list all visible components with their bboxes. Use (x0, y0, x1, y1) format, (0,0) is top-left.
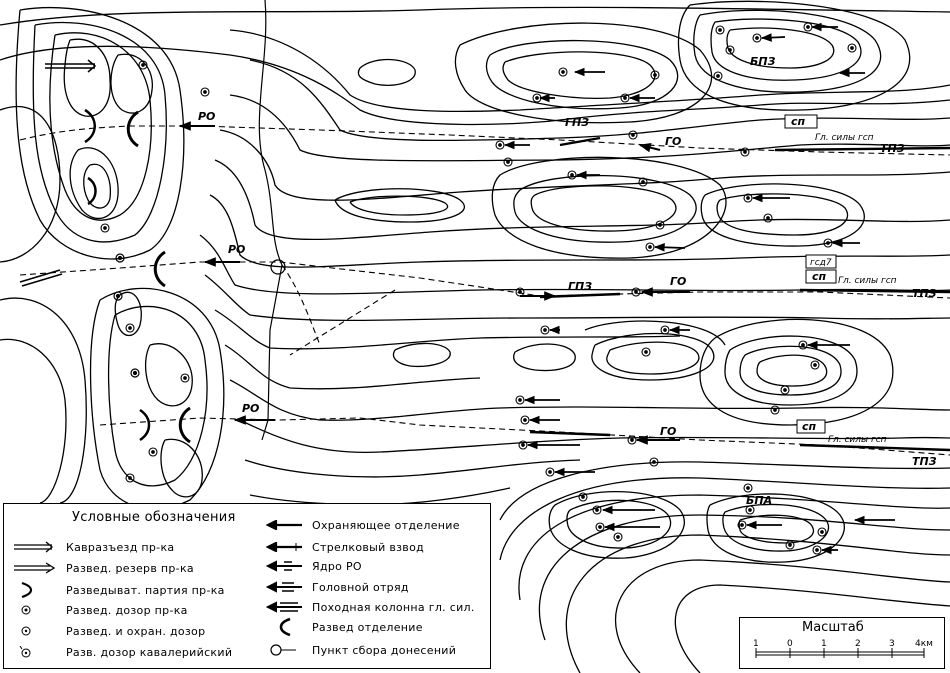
label-go: ГО (665, 135, 681, 148)
label-gsd: гсд7 (810, 258, 832, 268)
legend-label: Разведыват. партия пр-ка (66, 583, 225, 597)
label-gpz: ГПЗ (568, 280, 592, 293)
recon-patrol-icon (21, 605, 31, 615)
march-column-lines (529, 136, 950, 452)
legend-label: Разв. дозор кавалерийский (66, 645, 233, 659)
label-go: ГО (670, 275, 686, 288)
legend-label: Развед. резерв пр-ка (66, 561, 194, 575)
label-go: ГО (660, 425, 676, 438)
cavalry-corps (19, 59, 97, 287)
label-sp: сп (812, 270, 827, 283)
legend-label: Пункт сбора донесений (312, 643, 457, 657)
scale-bar: Масштаб 1 0 1 2 3 4км (739, 617, 945, 669)
recon-parties (84, 108, 151, 442)
legend-item: Развед. дозор пр-ка (12, 601, 188, 619)
legend-item: Пункт сбора донесений (266, 641, 456, 659)
legend-item: Стрелковый взвод (266, 538, 424, 556)
recon-reserve-icon (14, 562, 56, 574)
legend-label: Кавразъезд пр-ка (66, 540, 175, 554)
legend-title: Условные обозначения (72, 510, 236, 525)
scale-tick: 4км (915, 639, 933, 649)
label-ro: РО (198, 110, 215, 123)
cavalry-patrol-icon (19, 646, 31, 658)
recon-party-icon (21, 581, 33, 599)
label-bpz: БПЗ (750, 55, 776, 68)
legend-item: Головной отряд (266, 578, 409, 596)
march-column-icon (266, 601, 302, 613)
rifle-platoon-icon (266, 542, 302, 552)
recon-section-icon (279, 617, 291, 637)
legend-item: Развед отделение (266, 617, 423, 637)
legend-item: Ядро РО (266, 557, 362, 575)
scale-tick: 2 (855, 639, 861, 649)
recon-guard-patrol-icon (21, 626, 31, 636)
legend-label: Развед отделение (312, 620, 423, 634)
legend-item: Охраняющее отделение (266, 516, 460, 534)
label-tpz: ТПЗ (912, 455, 937, 468)
scale-ruler: 1 0 1 2 3 4км (753, 639, 933, 658)
scale-title: Масштаб (802, 620, 864, 635)
label-tpz: ТПЗ (912, 287, 937, 300)
report-point-icon (270, 644, 296, 656)
scale-tick: 3 (889, 639, 895, 649)
label-ro: РО (228, 243, 245, 256)
legend-item: Разв. дозор кавалерийский (12, 643, 232, 661)
label-ro: РО (242, 402, 259, 415)
map-labels: РО РО РО ГПЗ ГПЗ ГО ГО ГО БПЗ БПА ТПЗ ТП… (198, 55, 937, 507)
label-gpz: ГПЗ (565, 116, 589, 129)
legend-label: Развед. и охран. дозор (66, 624, 206, 638)
ro-core-icon (266, 560, 302, 572)
scale-tick: 1 (821, 639, 827, 649)
guard-arrows (503, 22, 895, 555)
legend-label: Ядро РО (312, 559, 362, 573)
legend-label: Охраняющее отделение (312, 518, 460, 532)
legend-item: Развед. и охран. дозор (12, 622, 205, 640)
core-ro-arrows (178, 121, 690, 445)
label-sp: сп (791, 115, 806, 128)
route-lines (19, 125, 950, 456)
label-sp: сп (802, 420, 817, 433)
legend-item: Кавразъезд пр-ка (12, 538, 174, 556)
label-main-forces: Гл. силы гсп (828, 435, 887, 445)
label-main-forces: Гл. силы гсп (838, 276, 897, 286)
label-bpa: БПА (746, 494, 772, 507)
label-tpz: ТПЗ (880, 142, 905, 155)
legend: Условные обозначения Кавразъезд пр-ка Ра… (3, 503, 491, 669)
legend-item: Развед. резерв пр-ка (12, 559, 194, 577)
scale-tick: 1 (753, 639, 759, 649)
river-lines (258, 0, 283, 441)
head-detachment-icon (266, 581, 302, 593)
recon-sections (126, 110, 191, 444)
scale-tick: 0 (787, 639, 793, 649)
legend-label: Головной отряд (312, 580, 409, 594)
legend-item: Разведыват. партия пр-ка (12, 581, 225, 599)
legend-label: Стрелковый взвод (312, 540, 425, 554)
guard-detachment-icon (266, 520, 302, 530)
cavalry-corps-icon (14, 541, 54, 553)
patrols (100, 22, 857, 555)
legend-item: Походная колонна гл. сил. (266, 598, 475, 616)
legend-label: Походная колонна гл. сил. (312, 600, 475, 614)
legend-label: Развед. дозор пр-ка (66, 603, 188, 617)
label-main-forces: Гл. силы гсп (815, 133, 874, 143)
report-points (113, 253, 286, 378)
